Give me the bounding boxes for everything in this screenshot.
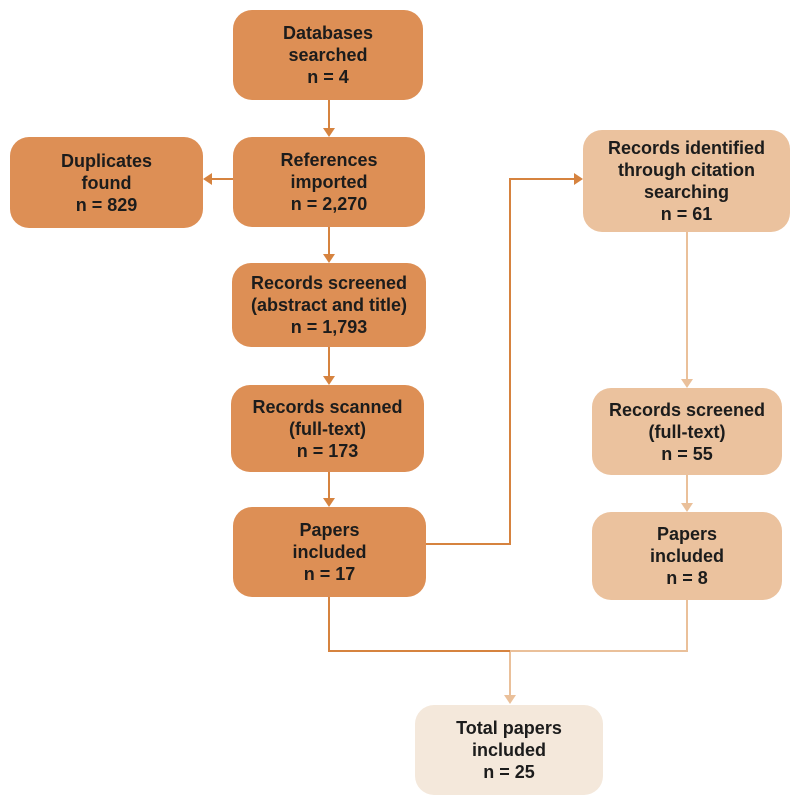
node-databases-label: Databases searched n = 4 [282,23,374,87]
connector-papers-right-to-total-horizontal [510,650,688,652]
arrow-screened-to-scanned-line [328,347,330,376]
node-databases-searched: Databases searched n = 4 [233,10,423,100]
node-screened-abstract-label: Records screened (abstract and title) n … [250,273,408,337]
connector-papers-to-citation-bottom-segment [426,543,511,545]
node-papers-right-label: Papers included n = 8 [649,524,724,588]
arrow-references-to-duplicates-line [210,178,233,180]
arrow-references-to-duplicates-head [203,173,212,185]
node-papers-included-main: Papers included n = 17 [233,507,426,597]
arrow-merge-to-total-line [509,652,511,695]
node-references-label: References imported n = 2,270 [280,150,378,214]
node-papers-included-citation: Papers included n = 8 [592,512,782,600]
node-references-imported: References imported n = 2,270 [233,137,425,227]
arrow-references-to-screened-line [328,227,330,254]
node-records-citation-searching: Records identified through citation sear… [583,130,790,232]
arrow-merge-to-total-head [504,695,516,704]
connector-papers-to-citation-top-segment [509,178,574,180]
node-papers-main-label: Papers included n = 17 [292,520,367,584]
connector-papers-main-to-total-drop [328,597,330,652]
node-records-scanned-fulltext: Records scanned (full-text) n = 173 [231,385,424,472]
node-screened-fulltext-label: Records screened (full-text) n = 55 [608,399,766,464]
node-citation-label: Records identified through citation sear… [607,138,766,224]
arrow-scanned-to-papers-head [323,498,335,507]
arrow-scanned-to-papers-line [328,472,330,498]
node-duplicates-label: Duplicates found n = 829 [60,150,153,215]
connector-papers-to-citation-head [574,173,583,185]
arrow-screened-to-scanned-head [323,376,335,385]
arrow-citation-to-screened-right-head [681,379,693,388]
connector-papers-to-citation-vertical-segment [509,178,511,545]
arrow-screened-right-to-papers-right-line [686,475,688,503]
node-scanned-fulltext-label: Records scanned (full-text) n = 173 [252,396,403,461]
arrow-citation-to-screened-right-line [686,232,688,379]
node-records-screened-fulltext: Records screened (full-text) n = 55 [592,388,782,475]
connector-papers-right-to-total-drop [686,600,688,652]
node-duplicates-found: Duplicates found n = 829 [10,137,203,228]
arrow-references-to-screened-head [323,254,335,263]
arrow-databases-to-references-head [323,128,335,137]
node-total-papers-included: Total papers included n = 25 [415,705,603,795]
node-total-label: Total papers included n = 25 [456,718,562,782]
connector-papers-main-to-total-horizontal [328,650,510,652]
arrow-databases-to-references-line [328,100,330,128]
arrow-screened-right-to-papers-right-head [681,503,693,512]
node-records-screened-abstract: Records screened (abstract and title) n … [232,263,426,347]
